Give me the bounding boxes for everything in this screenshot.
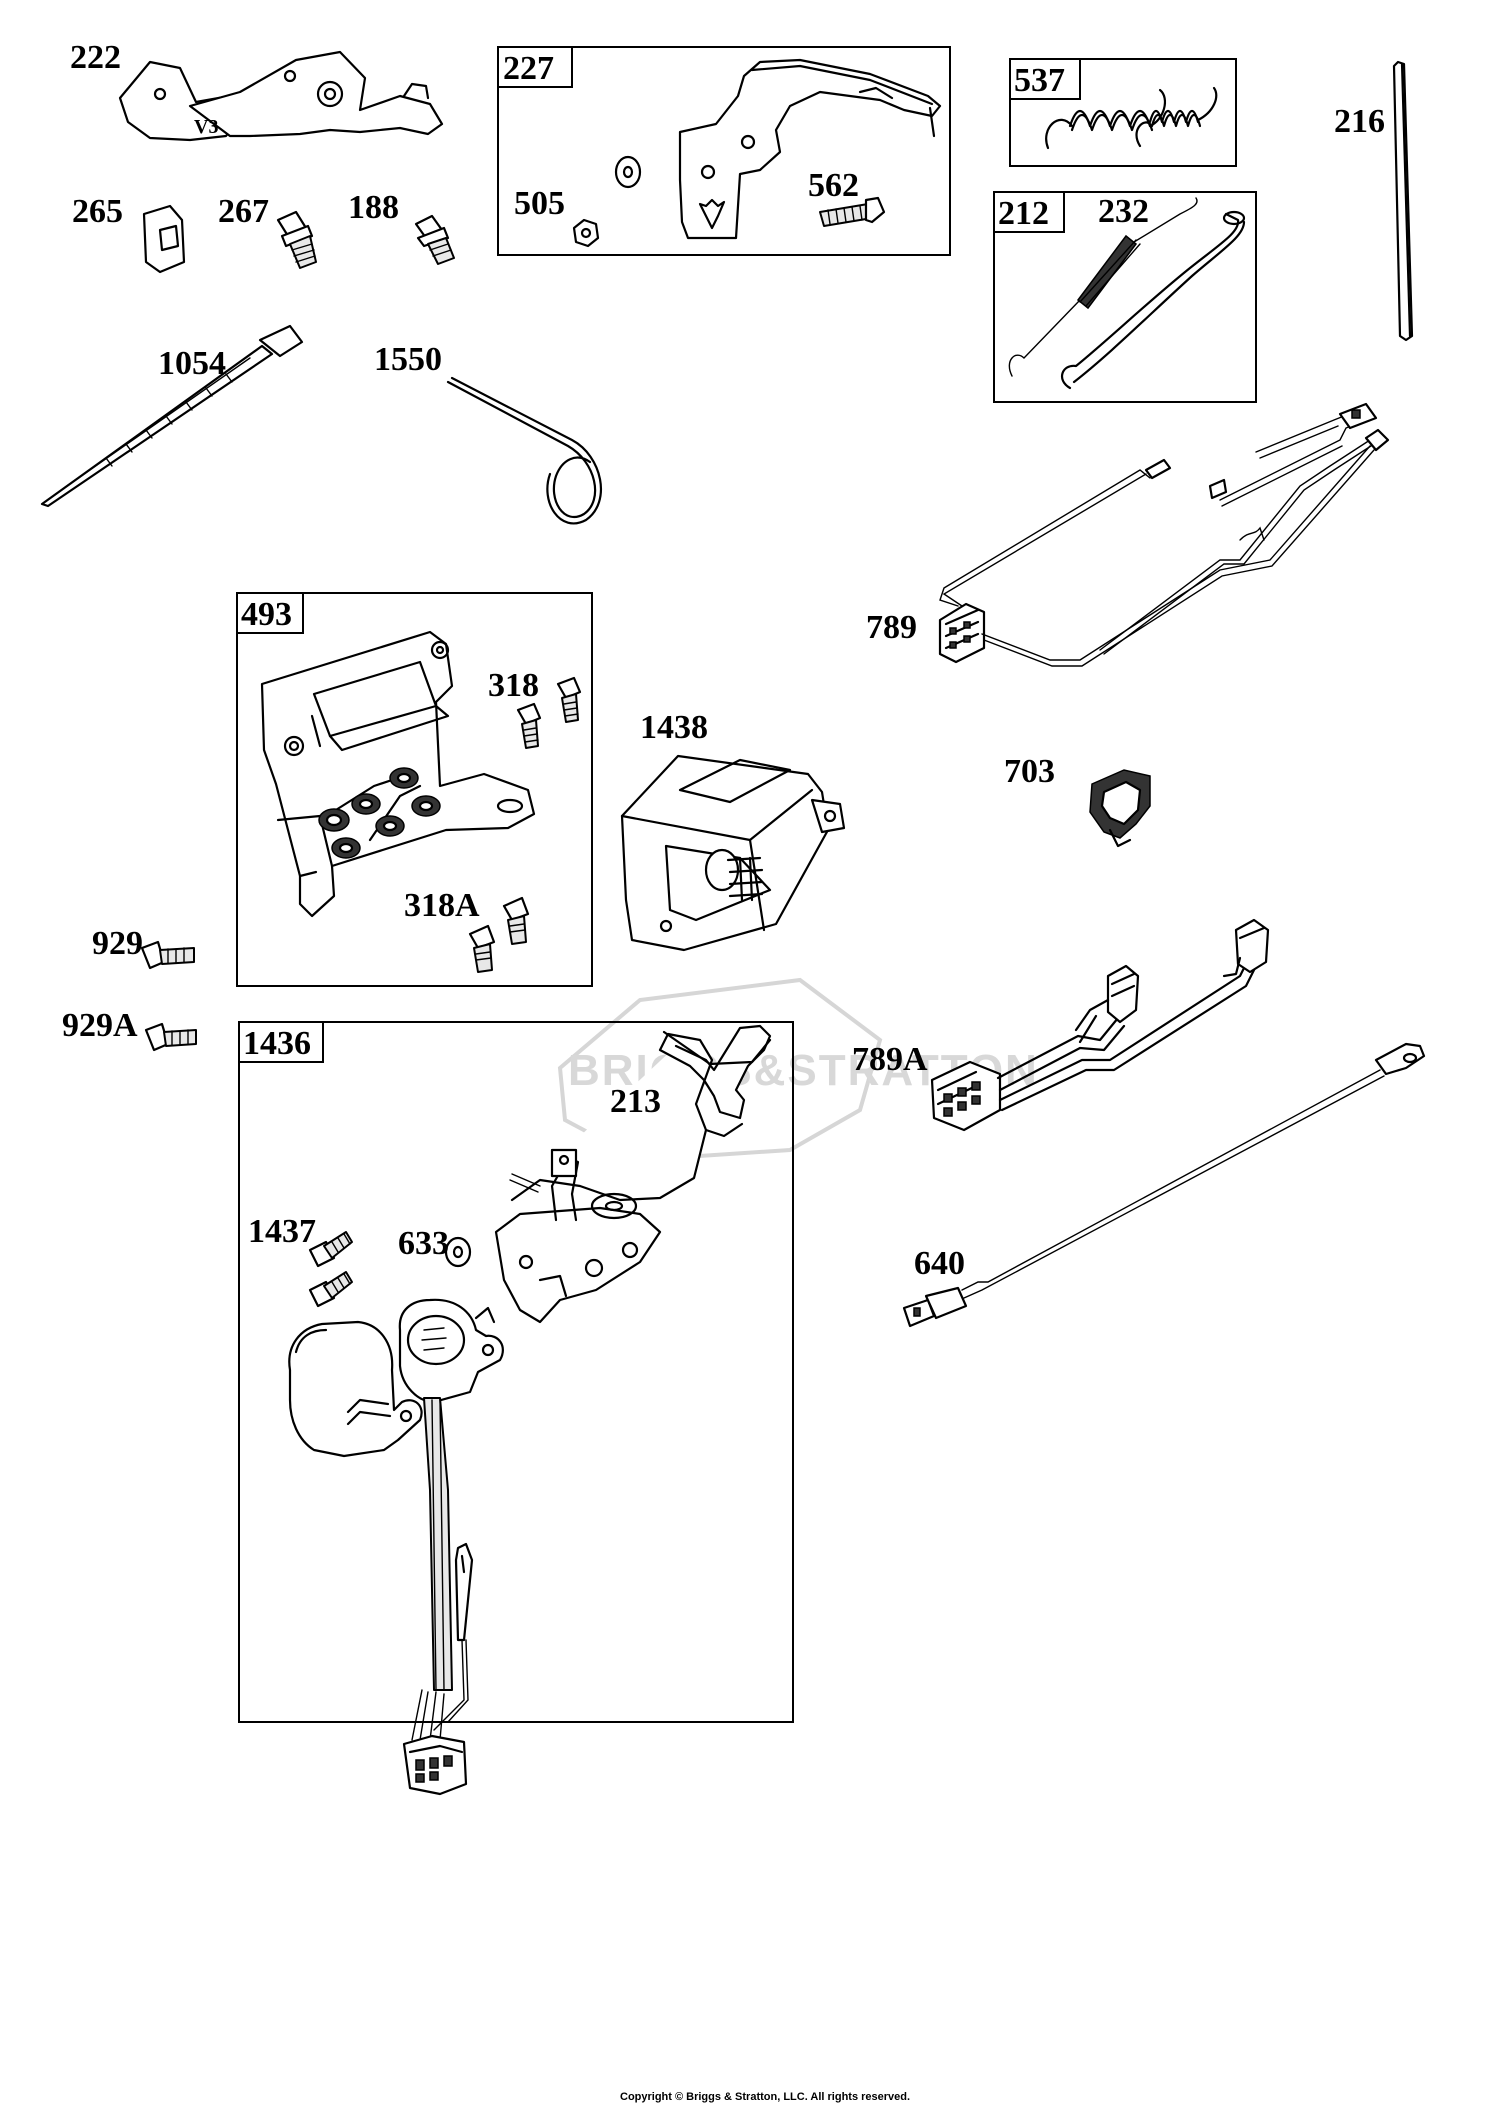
label-640: 640 [914,1245,965,1282]
governor-bracket-mark: V3 [194,116,218,138]
clip [142,204,186,274]
label-216: 216 [1334,103,1385,140]
label-789a: 789A [852,1041,928,1078]
screw-188 [414,214,455,265]
box-1436-tag [238,1021,324,1063]
box-537 [1009,58,1237,167]
box-493 [236,592,593,987]
extension-springs [1045,86,1218,150]
label-1438: 1438 [640,709,708,746]
screws-318a [468,896,530,973]
screw-562 [819,196,886,227]
label-1437: 1437 [248,1213,316,1250]
copyright-notice: Copyright © Briggs & Stratton, LLC. All … [620,2091,910,2103]
label-929a: 929A [62,1007,138,1044]
screw-929a [144,1022,197,1052]
label-493: 493 [241,596,292,633]
screws-1437 [308,1231,353,1308]
label-789: 789 [866,609,917,646]
box-212-tag [993,191,1065,233]
wire-clip [1089,769,1151,848]
label-703: 703 [1004,753,1055,790]
stepper-motor [288,1320,423,1458]
label-267: 267 [218,193,269,230]
control-module [620,754,846,952]
label-929: 929 [92,925,143,962]
label-562: 562 [808,167,859,204]
cable-tie [40,324,304,508]
box-212 [993,191,1257,403]
screw-929 [140,940,195,970]
governor-rod [1392,60,1414,342]
position-sensor [398,1298,504,1404]
governor-spring-and-link [1008,197,1246,390]
sensor-connector [402,1734,468,1796]
box-227-tag [497,46,573,88]
label-318a: 318A [404,887,480,924]
label-1054: 1054 [158,345,226,382]
label-537: 537 [1014,62,1065,99]
screws-318 [516,676,582,749]
ground-wire [902,1042,1426,1328]
wire-harness-789 [938,402,1390,667]
box-493-tag [236,592,304,634]
label-265: 265 [72,193,123,230]
lever-bracket [678,58,942,240]
hairpin-clip [446,376,602,525]
governor-bracket: V3 [118,50,444,142]
washer-227 [614,155,642,189]
label-213: 213 [610,1083,661,1120]
label-222: 222 [70,39,121,76]
sensor-wiring [411,1397,474,1741]
washer-633 [444,1236,472,1268]
screw-267 [276,210,317,269]
grommets [318,767,441,859]
box-537-tag [1009,58,1081,100]
label-227: 227 [503,50,554,87]
label-188: 188 [348,189,399,226]
label-212: 212 [998,195,1049,232]
label-633: 633 [398,1225,449,1262]
box-227 [497,46,951,256]
nut-505 [572,218,600,248]
label-1436: 1436 [243,1025,311,1062]
throttle-bracket [494,1024,772,1324]
wire-harness-789a [930,918,1270,1132]
label-1550: 1550 [374,341,442,378]
label-232: 232 [1098,193,1149,230]
box-1436 [238,1021,794,1723]
label-318: 318 [488,667,539,704]
label-505: 505 [514,185,565,222]
